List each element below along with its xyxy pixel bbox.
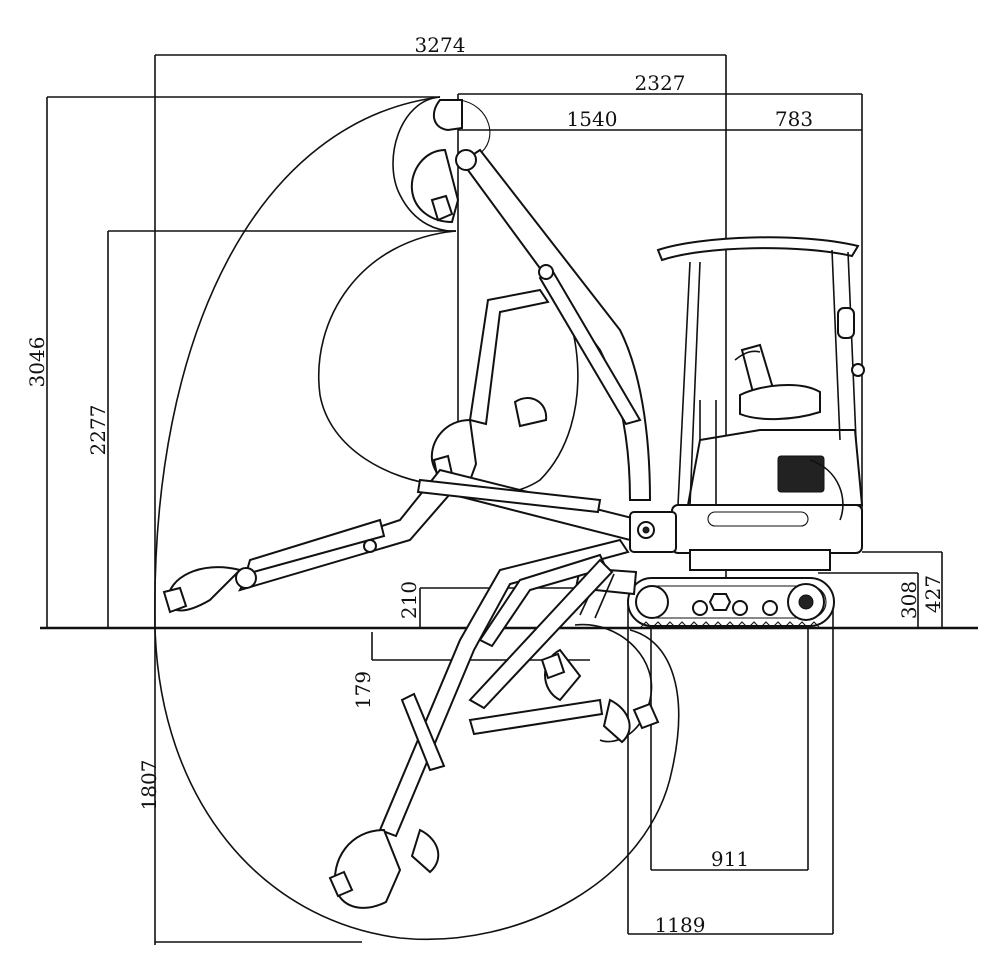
canopy-roof xyxy=(656,236,860,262)
dimension-min-swing-front: 911 xyxy=(650,600,809,871)
arm-mid xyxy=(430,288,550,488)
bucket-top xyxy=(410,99,463,224)
bucket-arc-top-right xyxy=(459,99,491,156)
idler-wheel xyxy=(635,585,669,619)
vertical-wall-depth-label: 179 xyxy=(351,671,375,709)
canopy-rear-post xyxy=(831,249,841,441)
operator-seat xyxy=(734,343,821,421)
arm-lowered-short xyxy=(468,558,660,744)
outer-working-envelope xyxy=(154,96,680,940)
dimension-cabin-clearance: 308 xyxy=(818,572,921,628)
dimension-track-length: 1189 xyxy=(627,600,834,937)
arm-lowered-link xyxy=(468,698,604,736)
track-length-label: 1189 xyxy=(655,913,706,937)
boom-cylinder xyxy=(538,268,642,426)
front-to-swing-label: 2327 xyxy=(635,71,686,95)
bucket-lowered-bottom xyxy=(333,828,402,909)
max-dig-height-label: 3046 xyxy=(25,337,49,388)
max-dig-depth-label: 1807 xyxy=(137,760,161,811)
dimension-vertical-wall-depth: 179 xyxy=(351,632,590,709)
boom-lowered xyxy=(328,538,630,909)
dimension-counterweight-clearance: 427 xyxy=(862,551,945,628)
dimension-max-dump-height: 2277 xyxy=(86,230,456,628)
rear-overhang-label: 783 xyxy=(775,107,813,131)
bucket-curl-arc-top xyxy=(392,96,457,232)
inner-envelope-upper xyxy=(318,230,457,486)
overall-reach-label: 3274 xyxy=(415,33,466,57)
max-dump-height-label: 2277 xyxy=(86,405,110,456)
track-assembly xyxy=(627,577,835,629)
dimension-max-dig-depth: 1807 xyxy=(137,760,362,943)
counterweight-clearance-label: 427 xyxy=(921,575,945,613)
boom-swing-bracket xyxy=(629,511,677,553)
dimension-front-to-swing: 2327 xyxy=(458,71,863,545)
engine-grille xyxy=(777,455,825,493)
cabin-clearance-label: 308 xyxy=(897,581,921,619)
boom-extended-cylinder xyxy=(416,478,602,514)
canopy-front-post xyxy=(677,261,691,506)
dimension-max-dig-height: 3046 xyxy=(25,96,440,628)
boom-offset-label: 1540 xyxy=(567,107,618,131)
low-bucket-arc xyxy=(574,623,653,743)
operator-canopy xyxy=(656,236,865,506)
swing-bearing xyxy=(689,549,831,571)
dimension-rear-overhang: 783 xyxy=(726,107,862,131)
rear-light xyxy=(837,307,855,339)
dimension-boom-offset: 1540 xyxy=(457,94,726,430)
engine-hood xyxy=(686,429,864,506)
arm-mid-link xyxy=(468,288,550,426)
upper-structure xyxy=(671,400,864,571)
boom-raised xyxy=(455,148,652,501)
boom-extended xyxy=(162,468,642,614)
dump-clearance-label: 210 xyxy=(397,581,421,619)
min-swing-front-label: 911 xyxy=(711,847,749,871)
